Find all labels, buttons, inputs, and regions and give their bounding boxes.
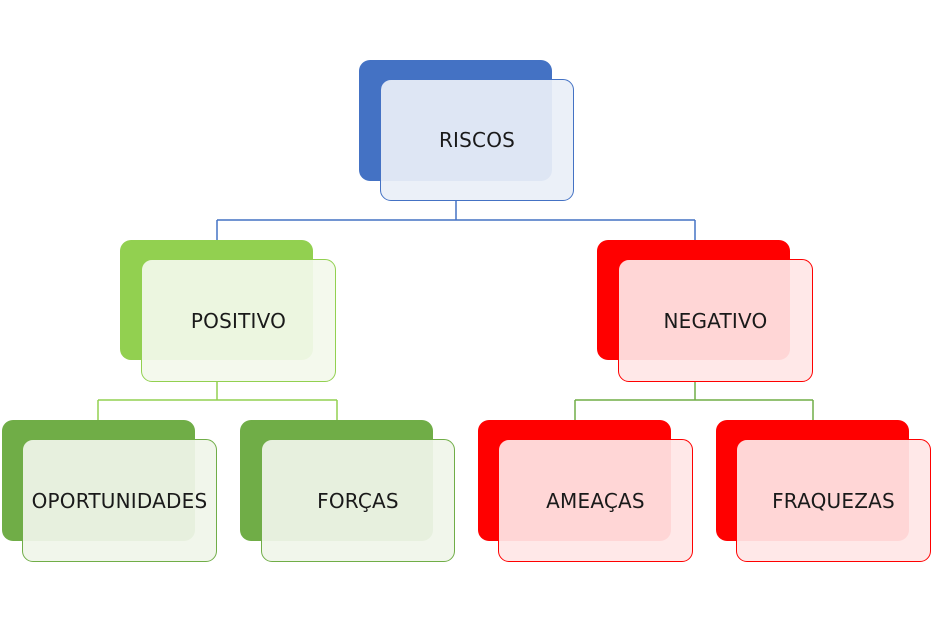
node-oportunidades-box: OPORTUNIDADES	[22, 439, 217, 562]
node-riscos-box: RISCOS	[380, 79, 574, 201]
node-ameacas-box: AMEAÇAS	[498, 439, 693, 562]
node-riscos-label: RISCOS	[438, 128, 516, 152]
node-fraquezas-label: FRAQUEZAS	[772, 488, 895, 513]
node-oportunidades-label: OPORTUNIDADES	[31, 488, 208, 513]
node-negativo-label: NEGATIVO	[663, 308, 768, 333]
node-positivo-label: POSITIVO	[190, 308, 287, 333]
node-fraquezas-box: FRAQUEZAS	[736, 439, 931, 562]
node-forcas-label: FORÇAS	[317, 488, 399, 513]
node-negativo-box: NEGATIVO	[618, 259, 813, 382]
node-positivo-box: POSITIVO	[141, 259, 336, 382]
node-forcas-box: FORÇAS	[261, 439, 455, 562]
node-ameacas-label: AMEAÇAS	[546, 488, 645, 513]
